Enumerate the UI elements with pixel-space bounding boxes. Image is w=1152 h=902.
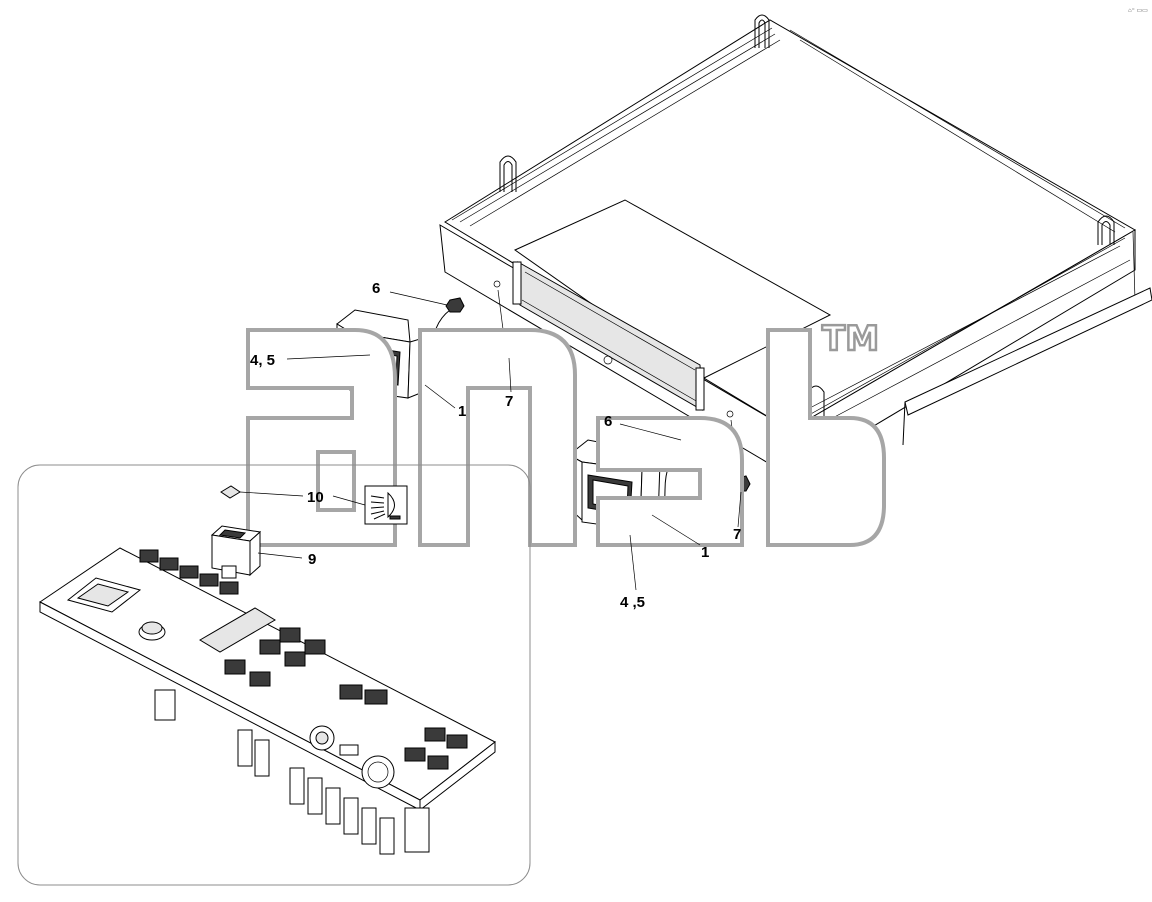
leader-lines bbox=[239, 291, 742, 591]
inset-frame bbox=[17, 464, 531, 886]
callout-label: 9 bbox=[308, 551, 316, 568]
trademark-label: TM bbox=[822, 319, 879, 359]
callout-label: 7 bbox=[733, 526, 741, 543]
callout-label: 10 bbox=[307, 489, 324, 506]
rocker-switch bbox=[210, 525, 262, 579]
cab-roof bbox=[439, 14, 1152, 479]
callout-label: 6 bbox=[372, 280, 380, 297]
relay-bank bbox=[154, 689, 430, 855]
switch-block-center bbox=[224, 627, 326, 687]
control-panel bbox=[39, 547, 496, 855]
callout-label: 4, 5 bbox=[250, 352, 275, 369]
symbol-insert bbox=[220, 485, 241, 499]
switch-block-right bbox=[339, 684, 468, 770]
callout-label: 4 ,5 bbox=[620, 594, 645, 611]
callout-label: 7 bbox=[505, 393, 513, 410]
callout-label: 1 bbox=[701, 544, 709, 561]
corner-stamp: ⌂⁼ ▭▭ bbox=[1128, 8, 1148, 14]
switch-row-top bbox=[139, 549, 239, 595]
work-light-symbol-icon bbox=[364, 485, 408, 525]
watermark-logo: TM bbox=[246, 318, 886, 547]
callout-label: 6 bbox=[604, 413, 612, 430]
callout-label: 1 bbox=[458, 403, 466, 420]
